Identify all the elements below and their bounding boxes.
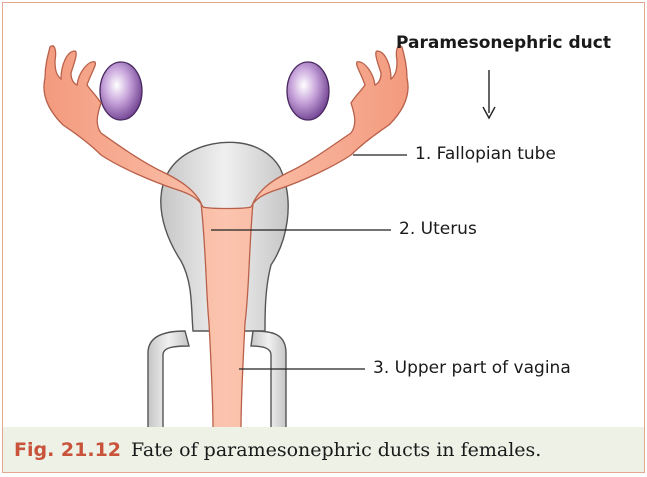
figure-number: Fig. 21.12 [14,439,121,461]
heading-paramesonephric-duct: Paramesonephric duct [396,33,611,53]
figure-caption-text: Fate of paramesonephric ducts in females… [131,439,541,461]
vagina-wall-left [148,331,189,429]
paramesonephric-duct [44,46,408,429]
vagina-wall-right [251,331,286,429]
figure-caption: Fig. 21.12 Fate of paramesonephric ducts… [3,427,644,472]
ovary-right [287,62,329,120]
label-upper-vagina: 3. Upper part of vagina [373,358,571,378]
label-uterus: 2. Uterus [399,219,477,239]
ovary-left [100,62,142,120]
label-fallopian-tube: 1. Fallopian tube [415,144,556,164]
